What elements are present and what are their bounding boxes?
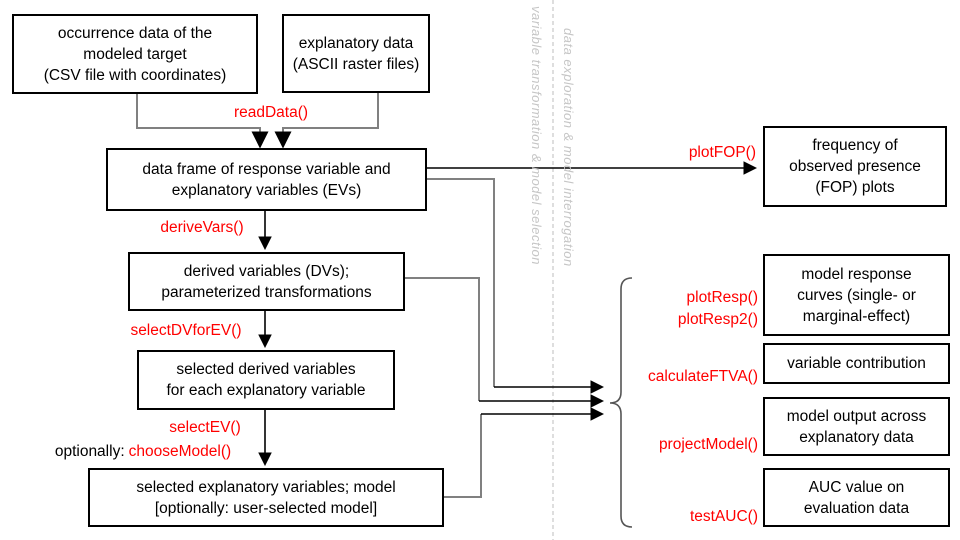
box-selected-derived-variables: selected derived variables for each expl… [137,350,395,410]
stage-label-exploration-interrogation: data exploration & model interrogation [561,28,576,267]
stage-label-transformation-selection: variable transformation & model selectio… [529,6,544,265]
box-variable-contribution: variable contribution [763,343,950,384]
box-fop-plots-label: frequency of observed presence (FOP) plo… [789,137,921,196]
connector-occurrence-to-dataframe [136,94,269,149]
box-response-curves-label: model response curves (single- or margin… [797,265,916,325]
optionally-prefix: optionally: [54,443,125,460]
fn-choose-model-line: optionally:chooseModel() [28,443,258,460]
box-dataframe: data frame of response variable and expl… [106,148,427,211]
fn-select-dv-for-ev: selectDVforEV() [130,322,242,339]
box-model-output-label: model output across explanatory data [786,407,927,446]
box-model-output: model output across explanatory data [763,397,950,456]
box-explanatory-data-label: explanatory data (ASCII raster files) [292,34,420,73]
box-variable-contribution-label: variable contribution [787,355,926,372]
fn-select-ev: selectEV() [169,419,241,436]
fn-project-model: projectModel() [658,436,758,453]
box-response-curves: model response curves (single- or margin… [763,254,950,336]
box-dataframe-label: data frame of response variable and expl… [142,160,391,199]
connector-dataframe-to-interrogation [427,178,495,387]
fn-test-auc: testAUC() [689,508,758,525]
box-auc-value-label: AUC value on evaluation data [803,478,910,517]
fn-plot-fop: plotFOP() [688,144,756,161]
box-selected-derived-variables-label: selected derived variables for each expl… [166,361,366,399]
fn-plot-resp2: plotResp2() [677,311,758,328]
fn-choose-model: chooseModel() [128,443,232,460]
box-auc-value: AUC value on evaluation data [763,468,950,527]
connector-model-to-interrogation [444,414,482,498]
connector-derived-to-interrogation [405,277,480,401]
fn-read-data: readData() [233,104,309,121]
box-derived-variables-label: derived variables (DVs); parameterized t… [161,262,372,301]
box-explanatory-data: explanatory data (ASCII raster files) [282,14,430,93]
box-occurrence-data-label: occurrence data of the modeled target (C… [43,24,227,84]
fn-derive-vars: deriveVars() [160,219,244,236]
connector-explanatory-to-dataframe [274,93,379,149]
fn-plot-resp: plotResp() [686,289,759,306]
box-selected-explanatory-variables-label: selected explanatory variables; model [o… [136,478,396,517]
box-selected-explanatory-variables: selected explanatory variables; model [o… [88,468,444,527]
fn-calculate-ftva: calculateFTVA() [648,368,758,385]
interrogation-brace [609,277,633,528]
box-occurrence-data: occurrence data of the modeled target (C… [12,14,258,94]
box-fop-plots: frequency of observed presence (FOP) plo… [763,126,947,207]
box-derived-variables: derived variables (DVs); parameterized t… [128,252,405,311]
